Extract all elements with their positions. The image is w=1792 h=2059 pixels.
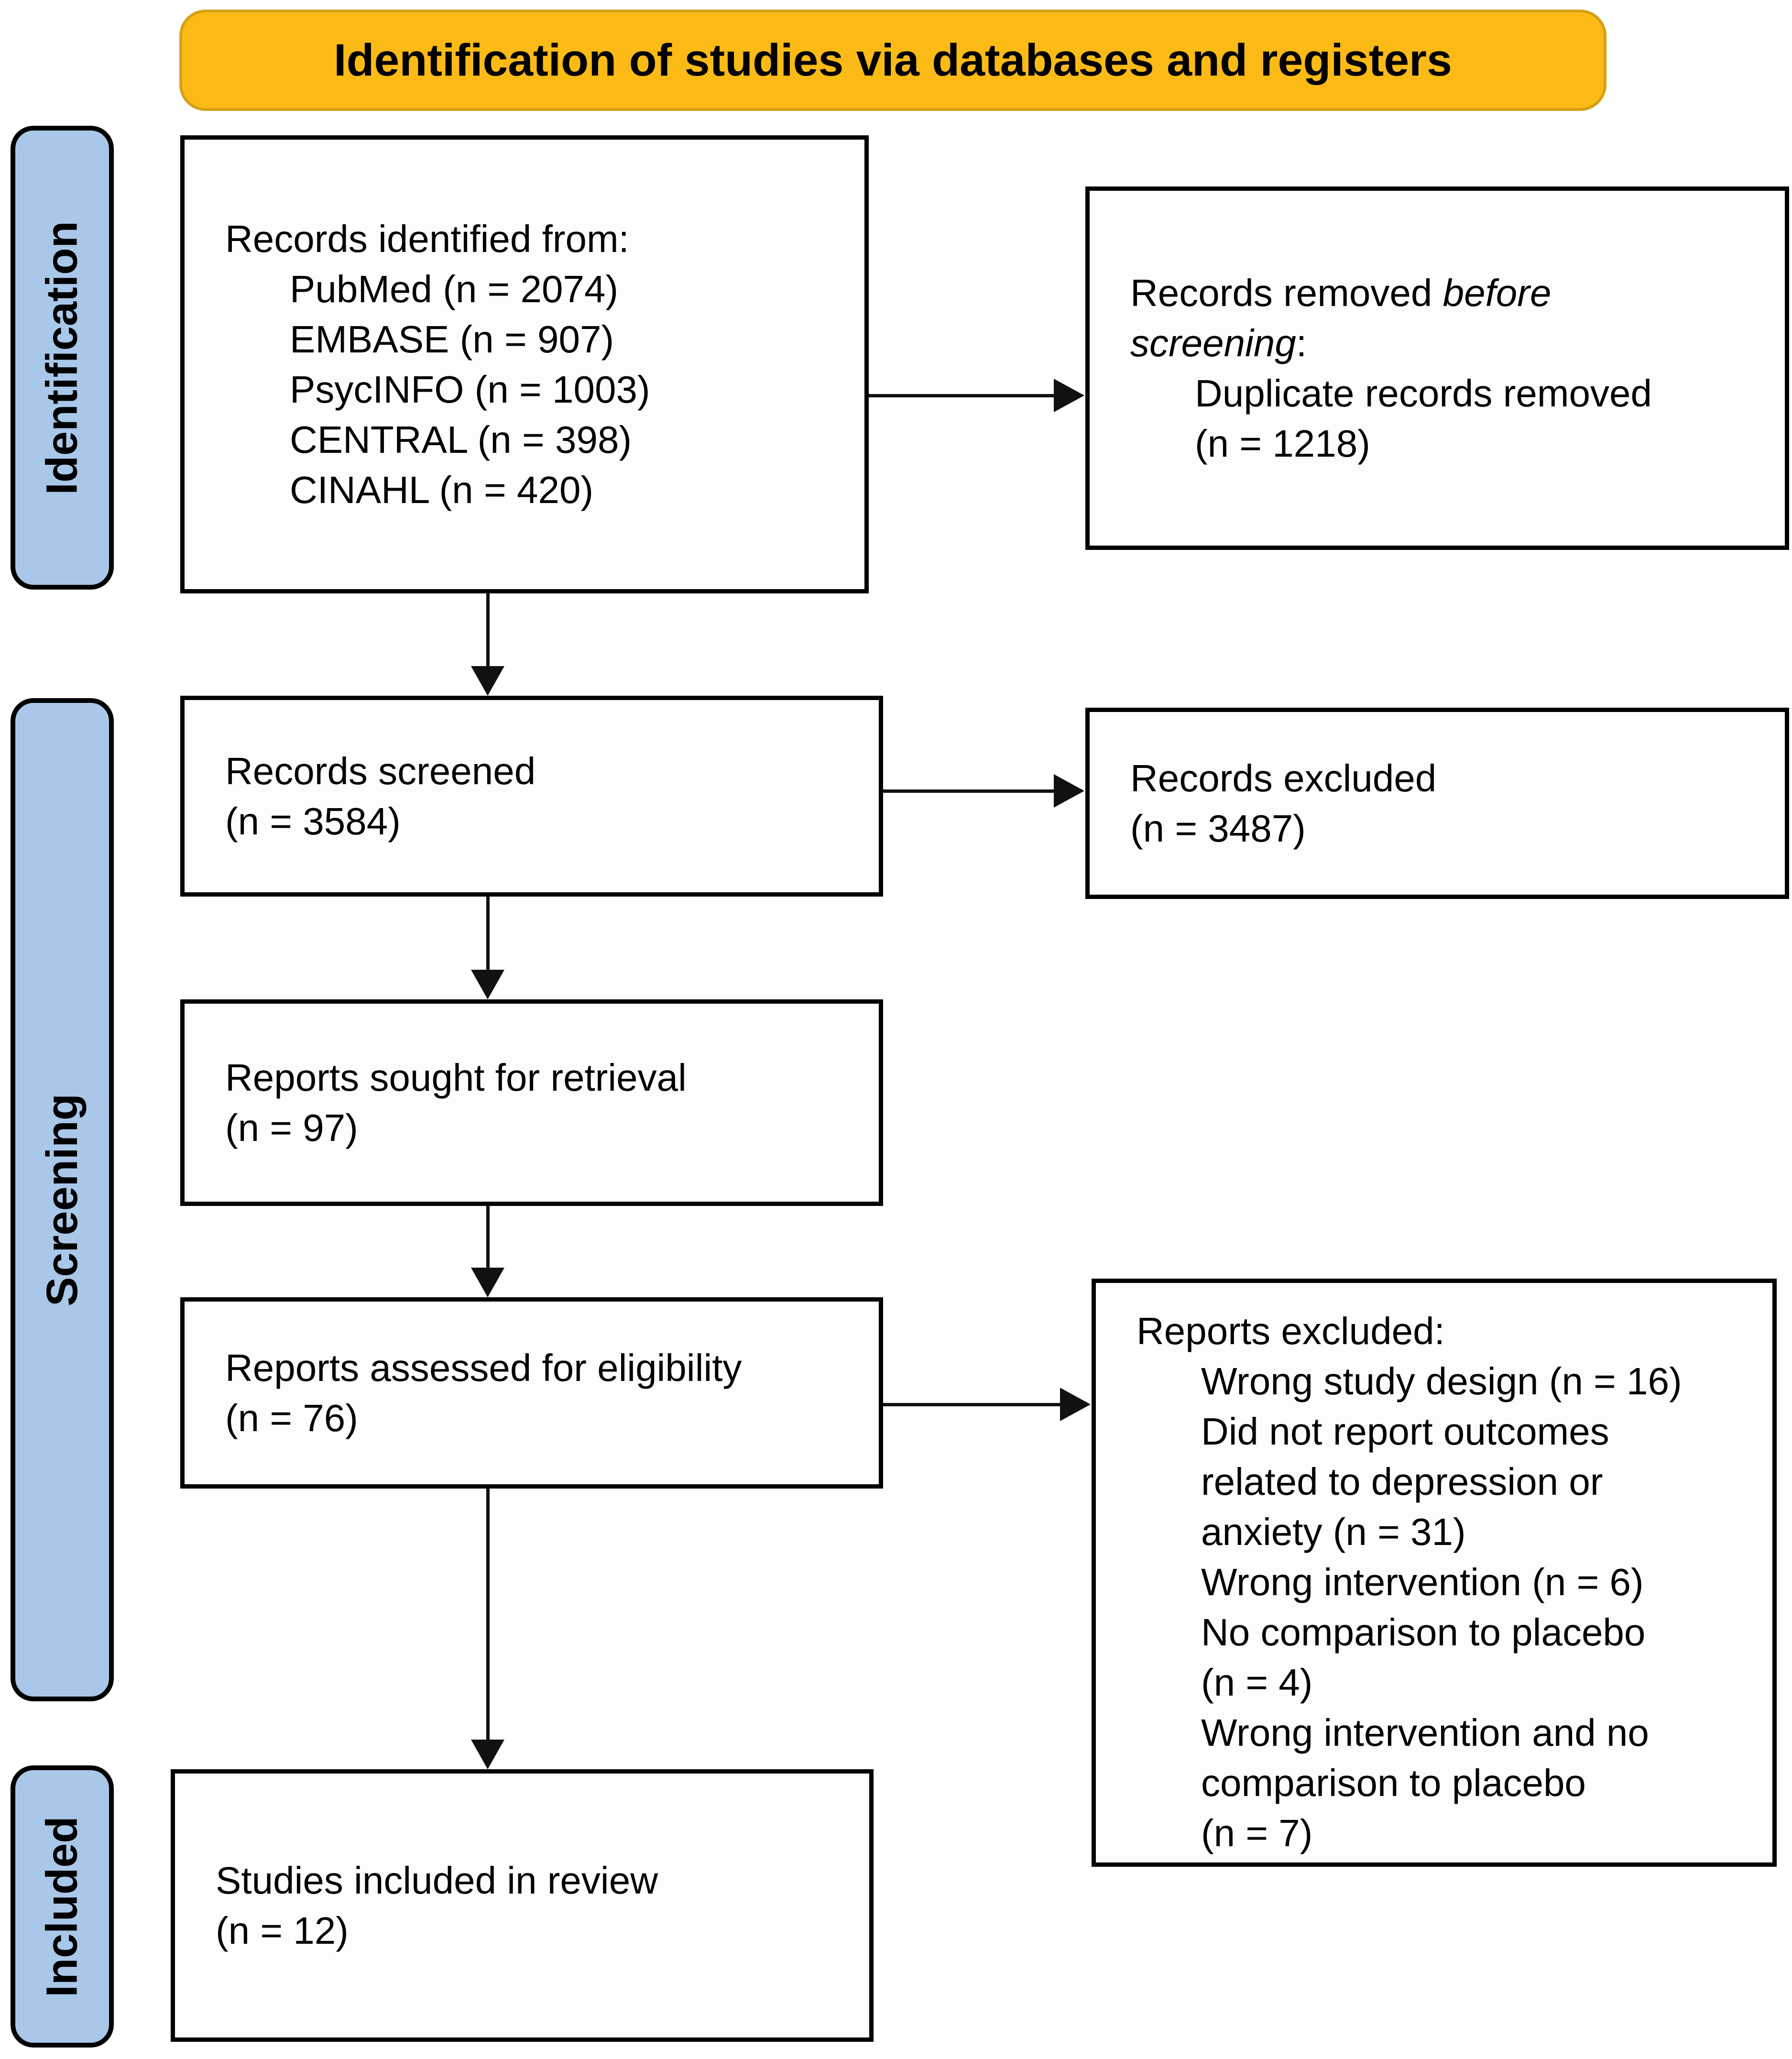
text-line: (n = 3584): [225, 800, 401, 843]
arrow-identified-to-removed-line: [869, 394, 1056, 397]
text-line: (n = 7): [1201, 1812, 1313, 1854]
text-line: (n = 3487): [1130, 807, 1306, 850]
text-line: comparison to placebo: [1201, 1762, 1586, 1804]
arrow-screened-to-sought-line: [486, 897, 490, 971]
arrow-right-icon: [1060, 1388, 1091, 1421]
text-line: (n = 4): [1201, 1661, 1313, 1704]
box-records-identified: Records identified from: PubMed (n = 2074…: [180, 135, 869, 593]
text-line: Reports sought for retrieval: [225, 1056, 687, 1099]
text-line: related to depression or: [1201, 1460, 1603, 1503]
arrow-right-icon: [1054, 774, 1084, 808]
text-line: (n = 76): [225, 1397, 358, 1439]
text-line: (n = 12): [216, 1909, 349, 1952]
text-line: Wrong intervention and no: [1201, 1711, 1649, 1754]
text-line: (n = 97): [225, 1106, 358, 1149]
stage-label-identification: Identification: [11, 126, 114, 590]
text-line: Studies included in review: [216, 1859, 658, 1902]
text-line: Records excluded: [1130, 757, 1437, 800]
arrow-down-icon: [471, 1740, 504, 1769]
arrow-down-icon: [471, 1268, 504, 1297]
arrow-sought-to-assessed-line: [486, 1206, 490, 1269]
box-studies-included-in-review: Studies included in review (n = 12): [171, 1769, 874, 2042]
text-line: Reports assessed for eligibility: [225, 1347, 742, 1389]
text-line: Records removed before: [1130, 272, 1552, 314]
stage-label-included-text: Included: [37, 1816, 87, 1997]
text-line: anxiety (n = 31): [1201, 1511, 1466, 1553]
box-records-screened: Records screened (n = 3584): [180, 696, 883, 897]
text-line: Wrong study design (n = 16): [1201, 1360, 1682, 1402]
box-reports-sought-for-retrieval: Reports sought for retrieval (n = 97): [180, 999, 883, 1206]
arrow-down-icon: [471, 970, 504, 999]
stage-label-included: Included: [11, 1765, 114, 2048]
text-line: CENTRAL (n = 398): [290, 418, 632, 461]
text-line: CINAHL (n = 420): [290, 469, 594, 511]
arrow-assessed-to-included-line: [486, 1489, 490, 1741]
arrow-screened-to-excluded-line: [883, 789, 1055, 793]
text-line: (n = 1218): [1195, 422, 1370, 465]
text-line: Wrong intervention (n = 6): [1201, 1561, 1644, 1603]
diagram-title-banner: Identification of studies via databases …: [179, 10, 1606, 111]
box-records-removed-before-screening: Records removed before screening: Duplicat…: [1085, 186, 1789, 550]
text-line: PsycINFO (n = 1003): [290, 368, 650, 411]
stage-label-identification-text: Identification: [37, 220, 87, 495]
text-line: Records identified from:: [225, 218, 629, 260]
box-reports-assessed-for-eligibility: Reports assessed for eligibility (n = 76): [180, 1297, 883, 1489]
text-line: screening:: [1130, 322, 1307, 364]
stage-label-screening-text: Screening: [37, 1093, 87, 1306]
text-line: Records screened: [225, 750, 536, 792]
arrow-down-icon: [471, 666, 504, 696]
text-line: EMBASE (n = 907): [290, 318, 614, 361]
diagram-title: Identification of studies via databases …: [334, 34, 1452, 86]
text-line: Duplicate records removed: [1195, 372, 1652, 415]
box-records-excluded: Records excluded (n = 3487): [1085, 708, 1789, 899]
box-reports-excluded: Reports excluded: Wrong study design (n =…: [1092, 1279, 1777, 1867]
text-line: Reports excluded:: [1136, 1310, 1445, 1352]
text-line: PubMed (n = 2074): [290, 268, 619, 310]
text-line: No comparison to placebo: [1201, 1611, 1646, 1654]
arrow-identified-to-screened-line: [486, 593, 490, 668]
text-line: Did not report outcomes: [1201, 1410, 1609, 1453]
arrow-right-icon: [1054, 379, 1084, 412]
arrow-assessed-to-excluded-line: [883, 1403, 1061, 1406]
stage-label-screening: Screening: [11, 698, 114, 1701]
